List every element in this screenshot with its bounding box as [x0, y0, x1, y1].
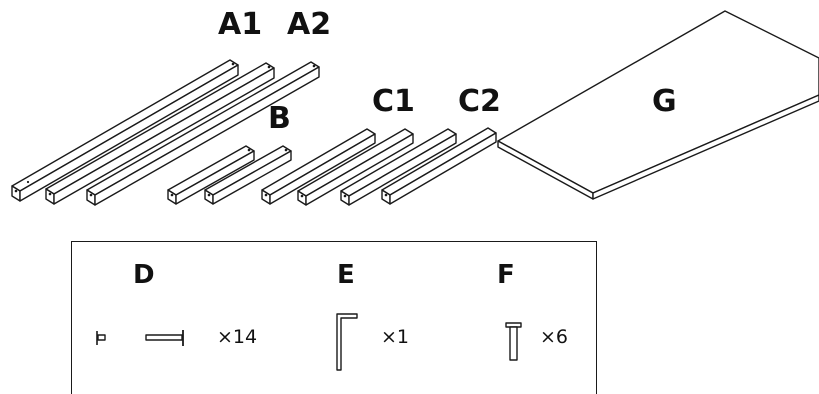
hardware-label-f: F	[497, 260, 515, 290]
part-label-c1: C1	[372, 84, 415, 119]
hardware-qty-e: ×1	[381, 326, 410, 348]
rail-c-1	[261, 128, 376, 205]
part-label-b: B	[268, 101, 291, 136]
bolt-long-icon	[145, 330, 184, 346]
rail-b-1	[167, 145, 255, 205]
rail-a-1	[11, 59, 239, 202]
hardware-label-d: D	[133, 260, 155, 290]
rail-b-2	[204, 145, 292, 205]
pin-icon	[505, 322, 522, 361]
bolt-short-icon	[96, 331, 106, 345]
hardware-qty-d: ×14	[217, 326, 258, 348]
allen-key-icon	[336, 313, 358, 371]
part-label-g: G	[652, 84, 677, 119]
part-label-a2: A2	[287, 7, 332, 42]
part-label-a1: A1	[218, 7, 263, 42]
tabletop-panel	[497, 10, 819, 200]
rail-a-3	[86, 61, 320, 206]
rail-c-2	[297, 128, 414, 206]
hardware-label-e: E	[337, 260, 355, 290]
rail-c-4	[381, 127, 497, 205]
rail-a-2	[45, 62, 275, 205]
hardware-qty-f: ×6	[540, 326, 569, 348]
rail-c-3	[340, 128, 457, 206]
part-label-c2: C2	[458, 84, 501, 119]
hardware-box	[71, 241, 597, 394]
